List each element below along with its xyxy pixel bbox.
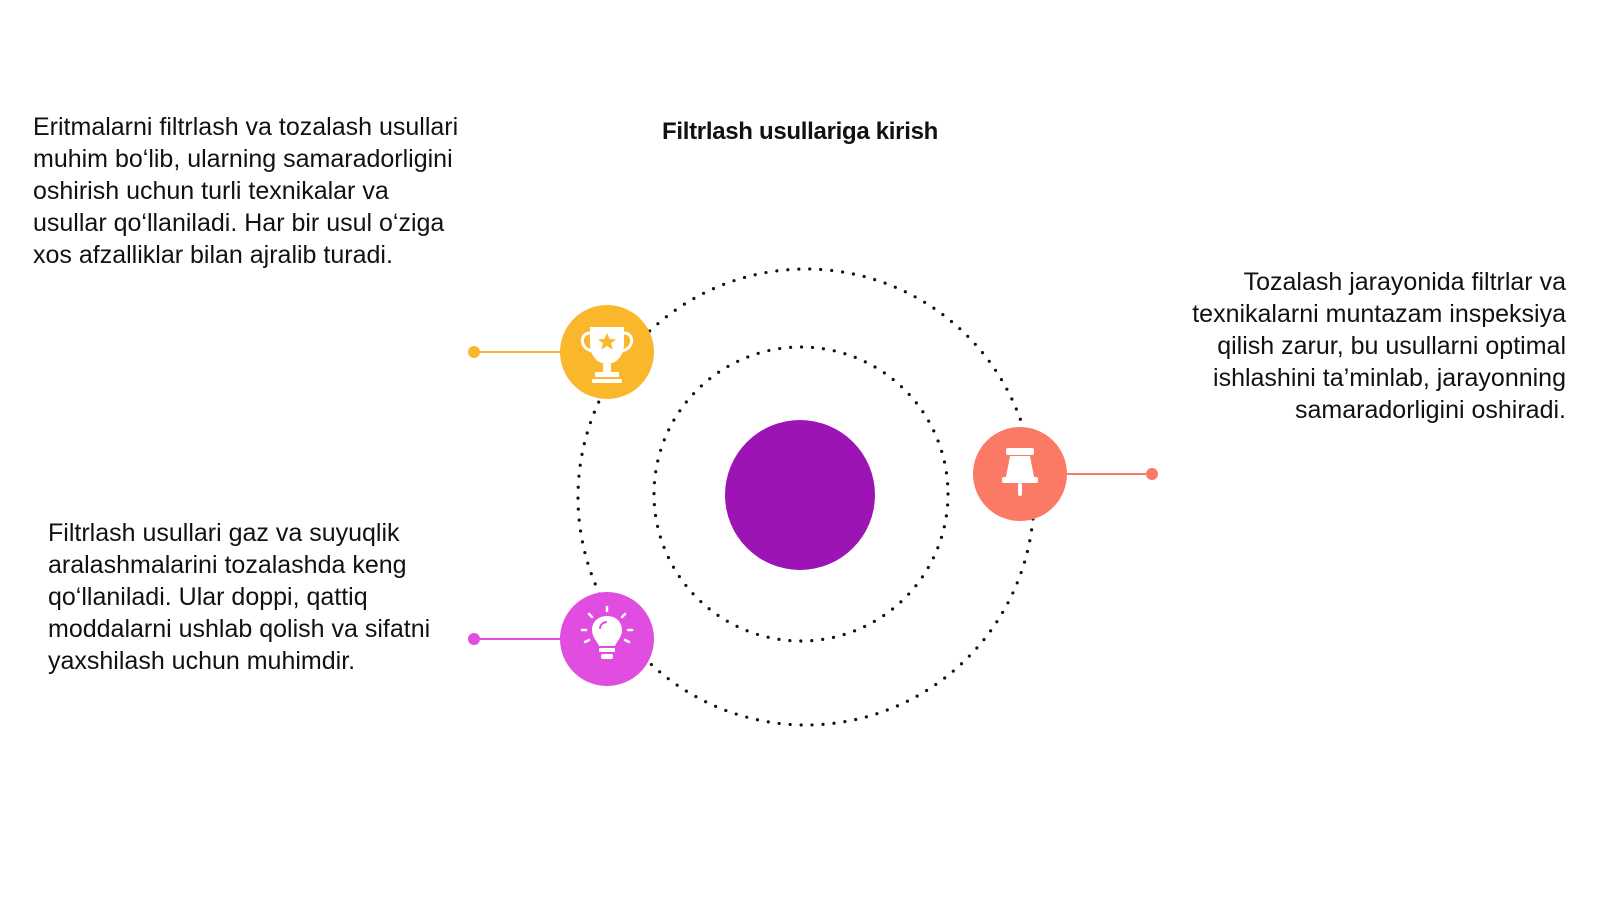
connector-pin: [1065, 468, 1158, 480]
text-block-right: Tozalash jarayonida filtrlar va texnikal…: [1192, 268, 1566, 424]
inner-orbit: [652, 345, 950, 643]
trophy-icon: [580, 327, 634, 383]
connector-trophy: [468, 346, 560, 358]
center-circle: [725, 420, 875, 570]
text-block-bottom-left: Filtrlash usullari gaz va suyuqlik arala…: [48, 519, 431, 675]
trophy-node: [560, 305, 654, 399]
pin-icon: [1002, 448, 1038, 496]
lightbulb-node: [560, 592, 654, 686]
pin-node: [973, 427, 1067, 521]
connector-bulb: [468, 633, 560, 645]
diagram-title: Filtrlash usullariga kirish: [662, 118, 938, 145]
lightbulb-icon: [580, 605, 634, 659]
text-block-top-left: Eritmalarni filtrlash va tozalash usulla…: [33, 113, 459, 269]
